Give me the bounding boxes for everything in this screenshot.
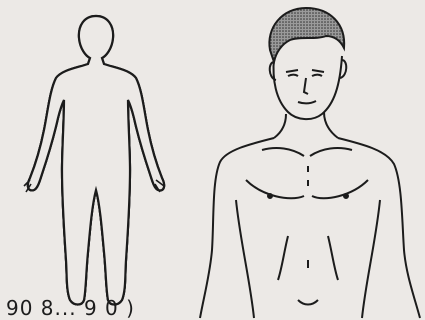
male-torso-icon [200,8,420,318]
body-outline-icon [24,16,164,305]
caption-text: 90 8... 9 0 ) [6,296,135,320]
